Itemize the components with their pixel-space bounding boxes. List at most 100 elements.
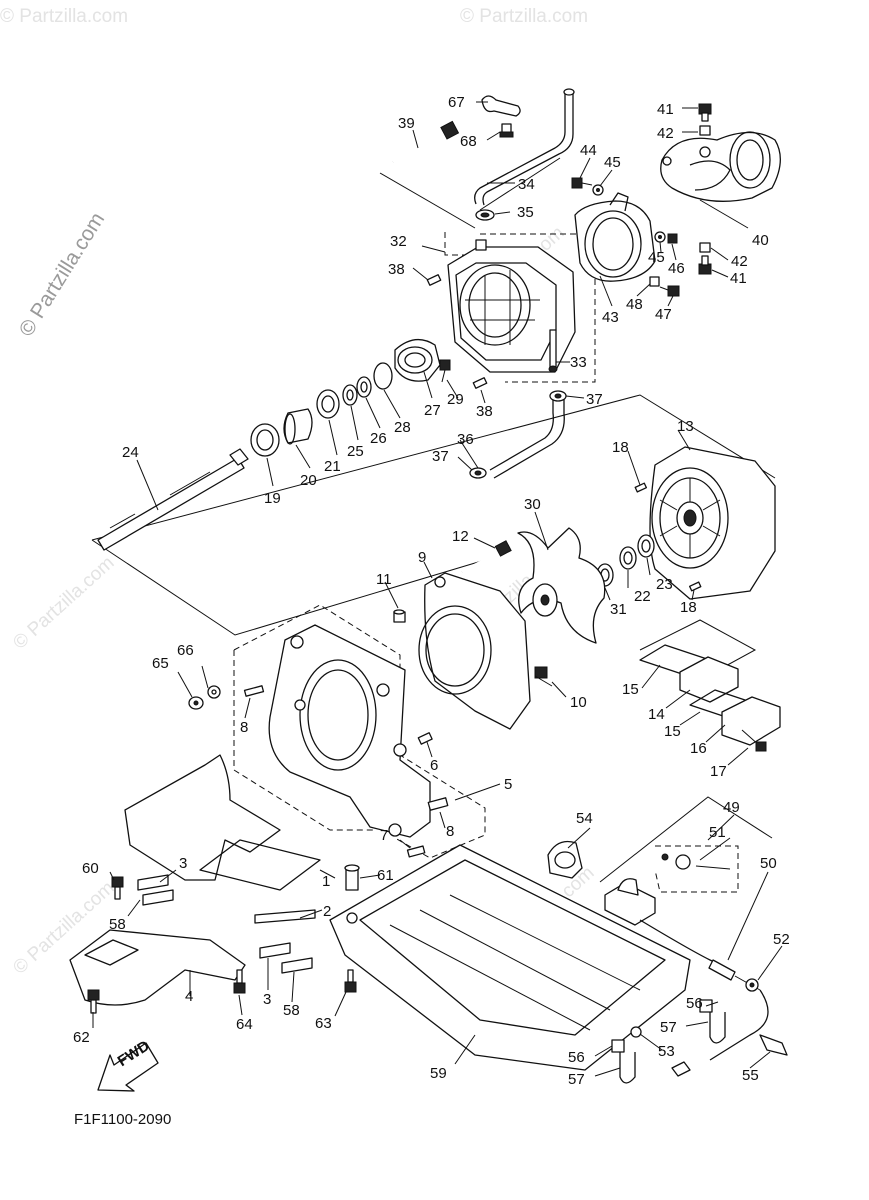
callout-38: 38 [388, 261, 405, 278]
callout-27: 27 [424, 402, 441, 419]
pipe-33 [548, 329, 558, 373]
callout-58: 58 [109, 916, 126, 933]
callout-31: 31 [610, 601, 627, 618]
callout-3: 3 [263, 991, 271, 1008]
clamp-67 [481, 95, 521, 117]
callout-56: 56 [686, 995, 703, 1012]
callout-3: 3 [179, 855, 187, 872]
bolt-47 [659, 285, 680, 297]
clamp-54 [547, 840, 583, 879]
forward-arrow-icon: FWD [97, 1037, 159, 1092]
seal-25 [342, 384, 358, 406]
pin-38-bot [472, 377, 488, 389]
o-ring-28 [373, 362, 393, 390]
callout-42: 42 [657, 125, 674, 142]
bolt-41-top [698, 103, 712, 122]
sleeve-20 [283, 408, 313, 445]
callout-54: 54 [576, 810, 593, 827]
elbow-27 [394, 338, 441, 382]
callout-45: 45 [604, 154, 621, 171]
callout-16: 16 [690, 740, 707, 757]
callout-26: 26 [370, 430, 387, 447]
mounting-plate-5 [268, 624, 431, 838]
bolt-8-bot [427, 797, 449, 811]
callout-8: 8 [446, 823, 454, 840]
figure-code: F1F1100-2090 [74, 1111, 171, 1128]
bolt-63 [344, 969, 357, 993]
pad-3-left [137, 874, 169, 891]
callout-66: 66 [177, 642, 194, 659]
bearing-19 [250, 423, 280, 457]
callout-6: 6 [430, 757, 438, 774]
partzilla-watermark: © Partzilla.com [15, 208, 109, 340]
callout-19: 19 [264, 490, 281, 507]
callout-21: 21 [324, 458, 341, 475]
callout-48: 48 [626, 296, 643, 313]
pump-housing-13 [649, 446, 776, 600]
clip-35 [475, 209, 495, 221]
callout-57: 57 [660, 1019, 677, 1036]
callout-20: 20 [300, 472, 317, 489]
callout-22: 22 [634, 588, 651, 605]
callout-9: 9 [418, 549, 426, 566]
bolt-12 [461, 540, 512, 574]
callout-47: 47 [655, 306, 672, 323]
callout-61: 61 [377, 867, 394, 884]
faint-watermark: © Partzilla.com [0, 6, 128, 27]
collar-48 [649, 276, 660, 287]
bolt-61 [344, 864, 360, 891]
callout-1: 1 [322, 873, 330, 890]
washer-66 [207, 685, 221, 699]
callout-37: 37 [432, 448, 449, 465]
callout-33: 33 [570, 354, 587, 371]
callout-38: 38 [476, 403, 493, 420]
faint-watermark: © Partzilla.com [9, 552, 118, 653]
callout-60: 60 [82, 860, 99, 877]
callout-65: 65 [152, 655, 169, 672]
nozzle-40 [660, 131, 781, 202]
pin-11 [393, 609, 406, 623]
duct-1 [124, 754, 321, 891]
bolt-29 [439, 359, 451, 383]
strip-2 [254, 909, 316, 924]
callout-59: 59 [430, 1065, 447, 1082]
callout-49: 49 [723, 799, 740, 816]
bolt-17 [741, 729, 767, 752]
callout-37: 37 [586, 391, 603, 408]
callout-12: 12 [452, 528, 469, 545]
assembly-frames [91, 157, 776, 893]
cover-16 [721, 696, 781, 746]
faint-watermarks: © Partzilla.com © Partzilla.com © Partzi… [0, 6, 598, 979]
callout-50: 50 [760, 855, 777, 872]
callout-10: 10 [570, 694, 587, 711]
bolt-41-bot [698, 255, 712, 275]
callout-24: 24 [122, 444, 139, 461]
clip-37-top [549, 390, 567, 402]
liner-9 [418, 572, 531, 730]
callout-52: 52 [773, 931, 790, 948]
pin-7 [406, 845, 426, 858]
callout-45: 45 [648, 249, 665, 266]
callout-18: 18 [680, 599, 697, 616]
callout-14: 14 [648, 706, 665, 723]
clip-37-bot [469, 467, 487, 479]
callout-23: 23 [656, 576, 673, 593]
collar-42-bot [699, 242, 711, 253]
nut-65 [188, 696, 204, 710]
callout-8: 8 [240, 719, 248, 736]
callout-63: 63 [315, 1015, 332, 1032]
callout-51: 51 [709, 824, 726, 841]
screw-53 [630, 1026, 642, 1038]
callout-5: 5 [504, 776, 512, 793]
harness-57-bot [619, 1052, 636, 1084]
callout-7: 7 [380, 827, 388, 844]
ring-43 [574, 192, 656, 282]
callout-17: 17 [710, 763, 727, 780]
callout-56: 56 [568, 1049, 585, 1066]
bolt-60 [111, 876, 124, 900]
bracket-51 [661, 853, 731, 870]
callout-25: 25 [347, 443, 364, 460]
callout-53: 53 [658, 1043, 675, 1060]
callout-43: 43 [602, 309, 619, 326]
